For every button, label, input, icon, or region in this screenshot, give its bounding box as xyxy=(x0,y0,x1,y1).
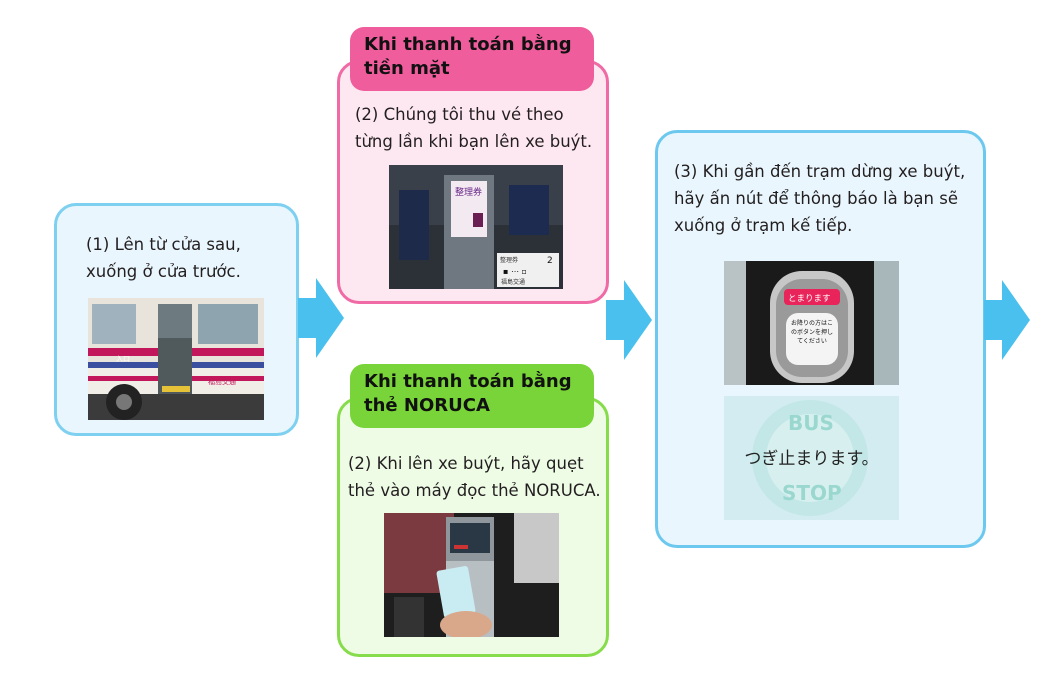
sign-stop-text: STOP xyxy=(782,481,842,505)
next-stop-sign-photo: BUS STOP つぎ止まります。 xyxy=(724,396,899,520)
cash-title-line1: Khi thanh toán bằng xyxy=(364,34,572,55)
noruca-title-tab: Khi thanh toán bằng thẻ NORUCA xyxy=(350,364,594,428)
sign-main-text: つぎ止まります。 xyxy=(744,449,879,469)
step1-text-line1: (1) Lên từ cửa sau, xyxy=(86,235,241,254)
noruca-text-line1: (2) Khi lên xe buýt, hãy quẹt xyxy=(348,454,584,473)
step3-text-line3: xuống ở trạm kế tiếp. xyxy=(674,216,853,235)
noruca-text-line2: thẻ vào máy đọc thẻ NORUCA. xyxy=(348,481,601,500)
arrow-right-icon xyxy=(984,280,1030,360)
card-reader-photo xyxy=(384,513,559,637)
arrow-right-icon xyxy=(298,278,344,358)
ticket-board-caption: 整理券 xyxy=(500,256,518,264)
cash-text-line2: từng lần khi bạn lên xe buýt. xyxy=(355,132,593,151)
bus-company-label: 福島交通 xyxy=(208,377,236,386)
step3-text-line2: hãy ấn nút để thông báo là bạn sẽ xyxy=(674,189,958,208)
noruca-title-line2: thẻ NORUCA xyxy=(364,395,490,416)
cash-title-line2: tiền mặt xyxy=(364,58,450,79)
step3-text-line1: (3) Khi gần đến trạm dừng xe buýt, xyxy=(674,162,966,181)
stop-button-photo: とまります お降りの方はこのボタンを押してください xyxy=(724,261,899,385)
ticket-board-company: 福島交通 xyxy=(501,278,525,286)
cash-text-line1: (2) Chúng tôi thu vé theo xyxy=(355,105,564,124)
svg-text:▪ ⋯ ▫: ▪ ⋯ ▫ xyxy=(503,267,527,276)
stop-button-label: とまります xyxy=(788,294,831,304)
sign-bus-text: BUS xyxy=(788,411,834,435)
ticket-machine-label: 整理券 xyxy=(455,186,482,198)
arrow-right-icon xyxy=(606,280,652,360)
stop-button-note: お降りの方はこのボタンを押してください xyxy=(790,320,833,345)
bus-door-label: 入口 xyxy=(116,355,130,363)
cash-title-tab: Khi thanh toán bằng tiền mặt xyxy=(350,27,594,91)
ticket-board-number: 2 xyxy=(547,256,553,266)
bus-door-photo: 入口 福島交通 xyxy=(88,298,264,420)
step1-text-line2: xuống ở cửa trước. xyxy=(86,262,241,281)
noruca-title-line1: Khi thanh toán bằng xyxy=(364,371,572,392)
ticket-machine-photo: 整理券 整理券 2 ▪ ⋯ ▫ 福島交通 xyxy=(389,165,563,289)
